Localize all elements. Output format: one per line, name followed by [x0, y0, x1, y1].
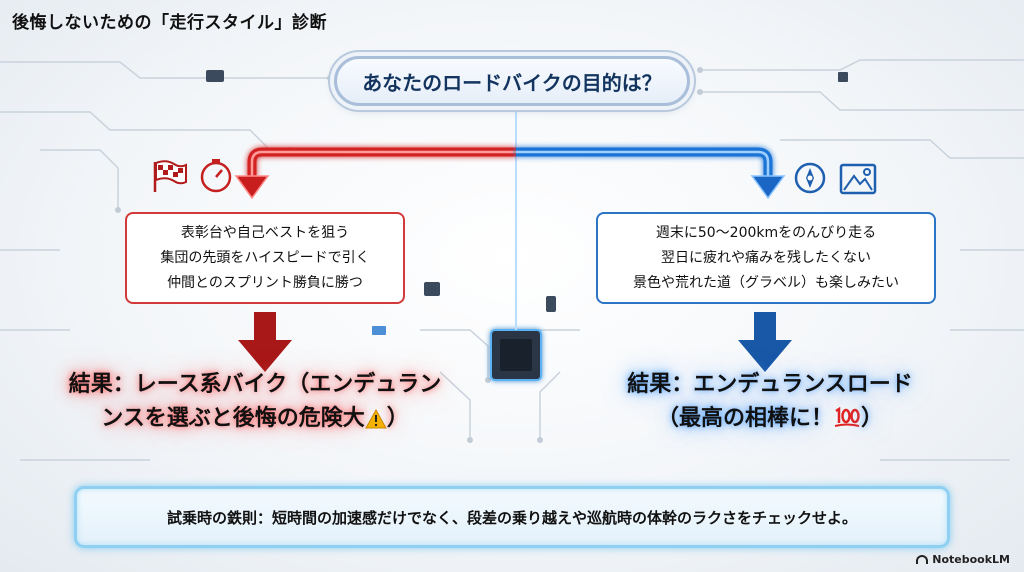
page-title: 後悔しないための「走行スタイル」診断 [12, 13, 327, 33]
brand-name: NotebookLM [932, 553, 1010, 566]
tip-text: 試乗時の鉄則：短時間の加速感だけでなく、段差の乗り越えや巡航時の体幹のラクさをチ… [166, 508, 857, 527]
warning-icon [364, 409, 387, 429]
checkered-flag-icon [153, 160, 187, 192]
tip-box: 試乗時の鉄則：短時間の加速感だけでなく、段差の乗り越えや巡航時の体幹のラクさをチ… [74, 486, 950, 548]
left-result: 結果：レース系バイク（エンデュラン ンスを選ぶと後悔の危険大 ） [40, 368, 470, 436]
mountain-picture-icon [839, 163, 877, 195]
left-result-line2: ンスを選ぶと後悔の危険大 [101, 406, 365, 431]
left-option-box: 表彰台や自己ベストを狙う 集団の先頭をハイスピードで引く 仲間とのスプリント勝負… [125, 212, 405, 304]
right-option-line: 翌日に疲れや痛みを残したくない [661, 249, 871, 266]
brand-logo: NotebookLM [916, 553, 1010, 566]
left-result-close: ） [386, 406, 409, 431]
right-result: 結果：エンデュランスロード （最高の相棒に！ ） [570, 368, 970, 436]
right-branch-connector [516, 147, 773, 178]
left-down-arrow [238, 312, 292, 372]
right-result-line2: （最高の相棒に！ [656, 406, 833, 431]
left-branch-connector [247, 147, 516, 178]
stopwatch-icon [200, 159, 232, 193]
notebooklm-logo-icon [916, 555, 929, 564]
question-text: あなたのロードバイクの目的は？ [362, 70, 662, 95]
left-option-line: 仲間とのスプリント勝負に勝つ [167, 274, 363, 291]
right-option-line: 週末に50〜200kmをのんびり走る [655, 224, 877, 241]
decorative-chips [206, 70, 848, 335]
right-result-line1: 結果：エンデュランスロード [627, 372, 913, 397]
right-option-box: 週末に50〜200kmをのんびり走る 翌日に疲れや痛みを残したくない 景色や荒れ… [596, 212, 936, 304]
right-result-close: ） [861, 406, 884, 431]
left-result-line1: 結果：レース系バイク（エンデュラン [68, 372, 442, 397]
circuit-traces [0, 59, 1024, 461]
question-box: あなたのロードバイクの目的は？ [334, 56, 690, 106]
left-option-line: 集団の先頭をハイスピードで引く [160, 249, 370, 266]
hundred-points-icon [834, 407, 860, 427]
left-option-line: 表彰台や自己ベストを狙う [180, 224, 350, 241]
right-down-arrow [738, 312, 792, 372]
compass-icon [794, 162, 826, 194]
cpu-chip-icon [490, 329, 542, 381]
right-option-line: 景色や荒れた道（グラベル）も楽しみたい [633, 274, 899, 291]
